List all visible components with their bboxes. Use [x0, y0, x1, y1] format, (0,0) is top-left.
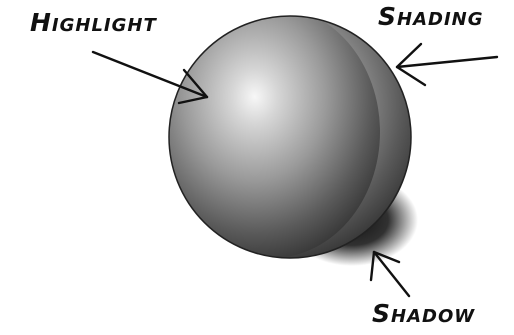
- shadow-label: Shadow: [372, 301, 475, 326]
- shading-arrow: [397, 44, 497, 85]
- shading-label: Shading: [378, 4, 483, 29]
- highlight-label: Highlight: [30, 10, 157, 35]
- sphere: [142, 0, 470, 270]
